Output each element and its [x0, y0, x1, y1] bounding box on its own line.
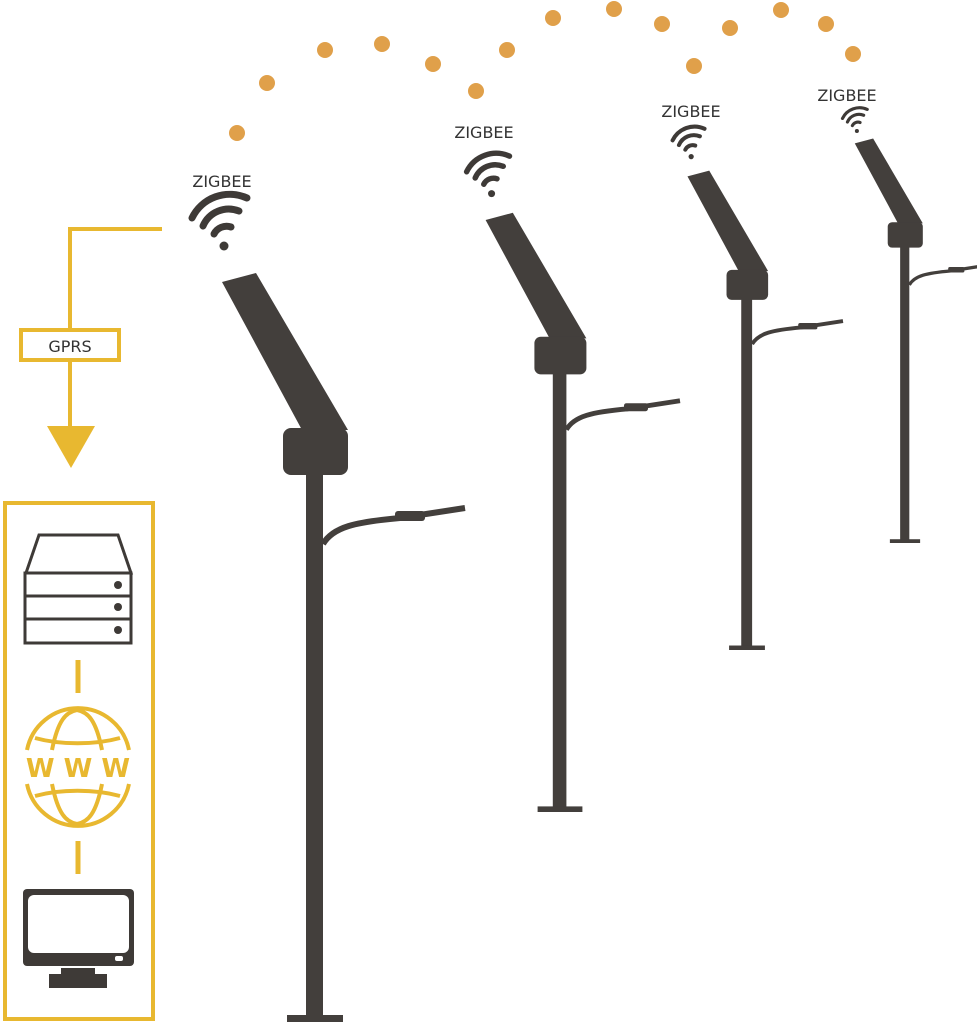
wifi-icon — [192, 194, 247, 250]
wifi-icon — [840, 106, 869, 135]
zigbee-label: ZIGBEE — [192, 172, 251, 191]
server-icon — [23, 533, 134, 645]
wifi-icon — [467, 153, 510, 197]
streetlight-pole-1: ZIGBEE — [192, 172, 465, 1022]
www-text: W W W — [26, 754, 130, 784]
control-center-panel: W W W — [3, 501, 155, 1021]
monitor-icon — [23, 889, 134, 988]
zigbee-mesh-dots — [229, 1, 861, 141]
gprs-link: GPRS — [19, 227, 162, 468]
zigbee-label: ZIGBEE — [817, 86, 876, 105]
streetlight-pole-3: ZIGBEE — [661, 102, 845, 652]
streetlight-pole-4: ZIGBEE — [817, 86, 977, 545]
zigbee-label: ZIGBEE — [454, 123, 513, 142]
gprs-label: GPRS — [48, 337, 91, 356]
wifi-icon — [673, 127, 705, 160]
streetlight-pole-2: ZIGBEE — [454, 123, 680, 812]
arrow-down-icon — [47, 426, 95, 468]
zigbee-label: ZIGBEE — [661, 102, 720, 121]
globe-www-icon — [25, 706, 131, 828]
